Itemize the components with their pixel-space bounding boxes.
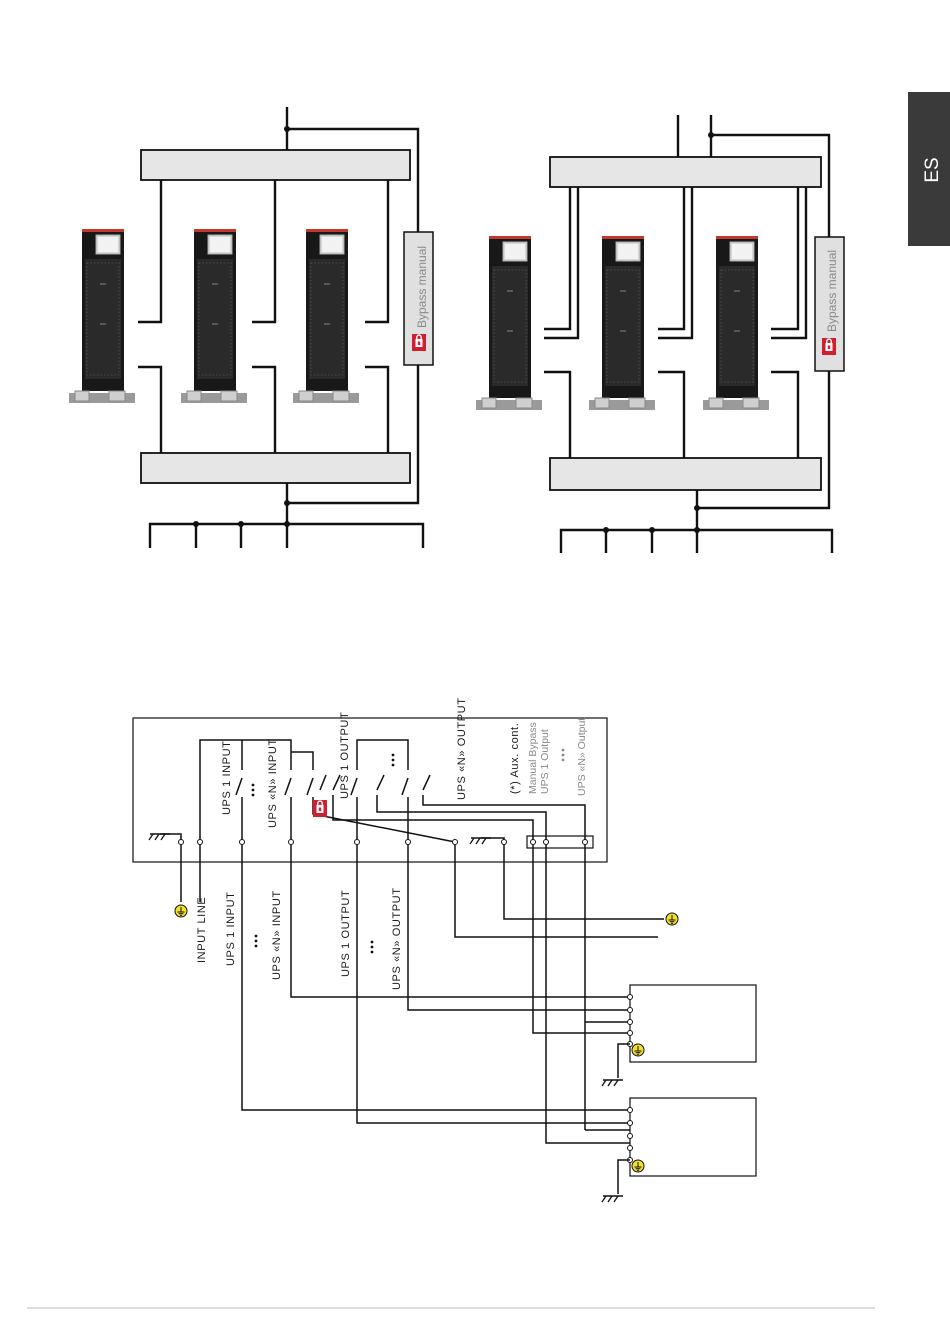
language-tab: ES: [908, 92, 950, 246]
legend-aux-contacts: (*) Aux. cont.: [509, 723, 521, 794]
ups-cabinet-4: [476, 236, 542, 410]
output-distribution-bar-2: [550, 458, 821, 490]
upsn-input-label: UPS «N» INPUT: [271, 890, 283, 980]
lock-icon: [412, 334, 426, 351]
legend-upsn-output: UPS «N» Output: [576, 718, 588, 796]
input-line-label: INPUT LINE: [196, 897, 208, 963]
input-distribution-bar: [141, 150, 410, 180]
bypass-manual-box: Bypass manual: [404, 232, 433, 365]
ups-cabinet-6: [703, 236, 769, 410]
ups-terminal-box-n: [630, 985, 756, 1062]
legend-ups1-output: UPS 1 Output: [539, 729, 551, 794]
ups1-input-label: UPS 1 INPUT: [225, 892, 237, 966]
lock-icon: [313, 800, 327, 817]
ground-symbol: [175, 905, 187, 917]
ups-cabinet-3: [293, 229, 359, 403]
output-distribution-bar: [141, 453, 410, 483]
ups1-output-label-inside: UPS 1 OUTPUT: [339, 712, 351, 799]
language-tab-label: ES: [922, 157, 943, 182]
bypass-manual-label: Bypass manual: [825, 250, 839, 332]
ups-cabinet-2: [181, 229, 247, 403]
lock-icon: [822, 338, 836, 355]
ups-terminal-box-1: [630, 1098, 756, 1176]
ground-symbol: [632, 1044, 644, 1056]
ground-symbol: [666, 913, 678, 925]
upsn-output-label-inside: UPS «N» OUTPUT: [456, 697, 468, 800]
upsn-input-label-inside: UPS «N» INPUT: [267, 738, 279, 828]
ups-cabinet-5: [589, 236, 655, 410]
diagram-dual-input: Bypass manual: [476, 115, 844, 553]
ground-symbol: [632, 1160, 644, 1172]
ups1-input-label-inside: UPS 1 INPUT: [221, 741, 233, 815]
upsn-output-label: UPS «N» OUTPUT: [391, 887, 403, 990]
bypass-manual-label: Bypass manual: [415, 246, 429, 328]
wiring-schematic: UPS 1 INPUT UPS «N» INPUT UPS 1 OUTPUT U…: [133, 697, 756, 1202]
legend-manual-bypass: Manual Bypass: [527, 722, 539, 794]
input-distribution-bar-2: [550, 157, 821, 187]
bypass-manual-box-2: Bypass manual: [815, 237, 844, 371]
ups1-output-label: UPS 1 OUTPUT: [340, 890, 352, 977]
ups-cabinet-1: [69, 229, 135, 403]
diagram-single-input: Bypass manual: [69, 107, 433, 548]
